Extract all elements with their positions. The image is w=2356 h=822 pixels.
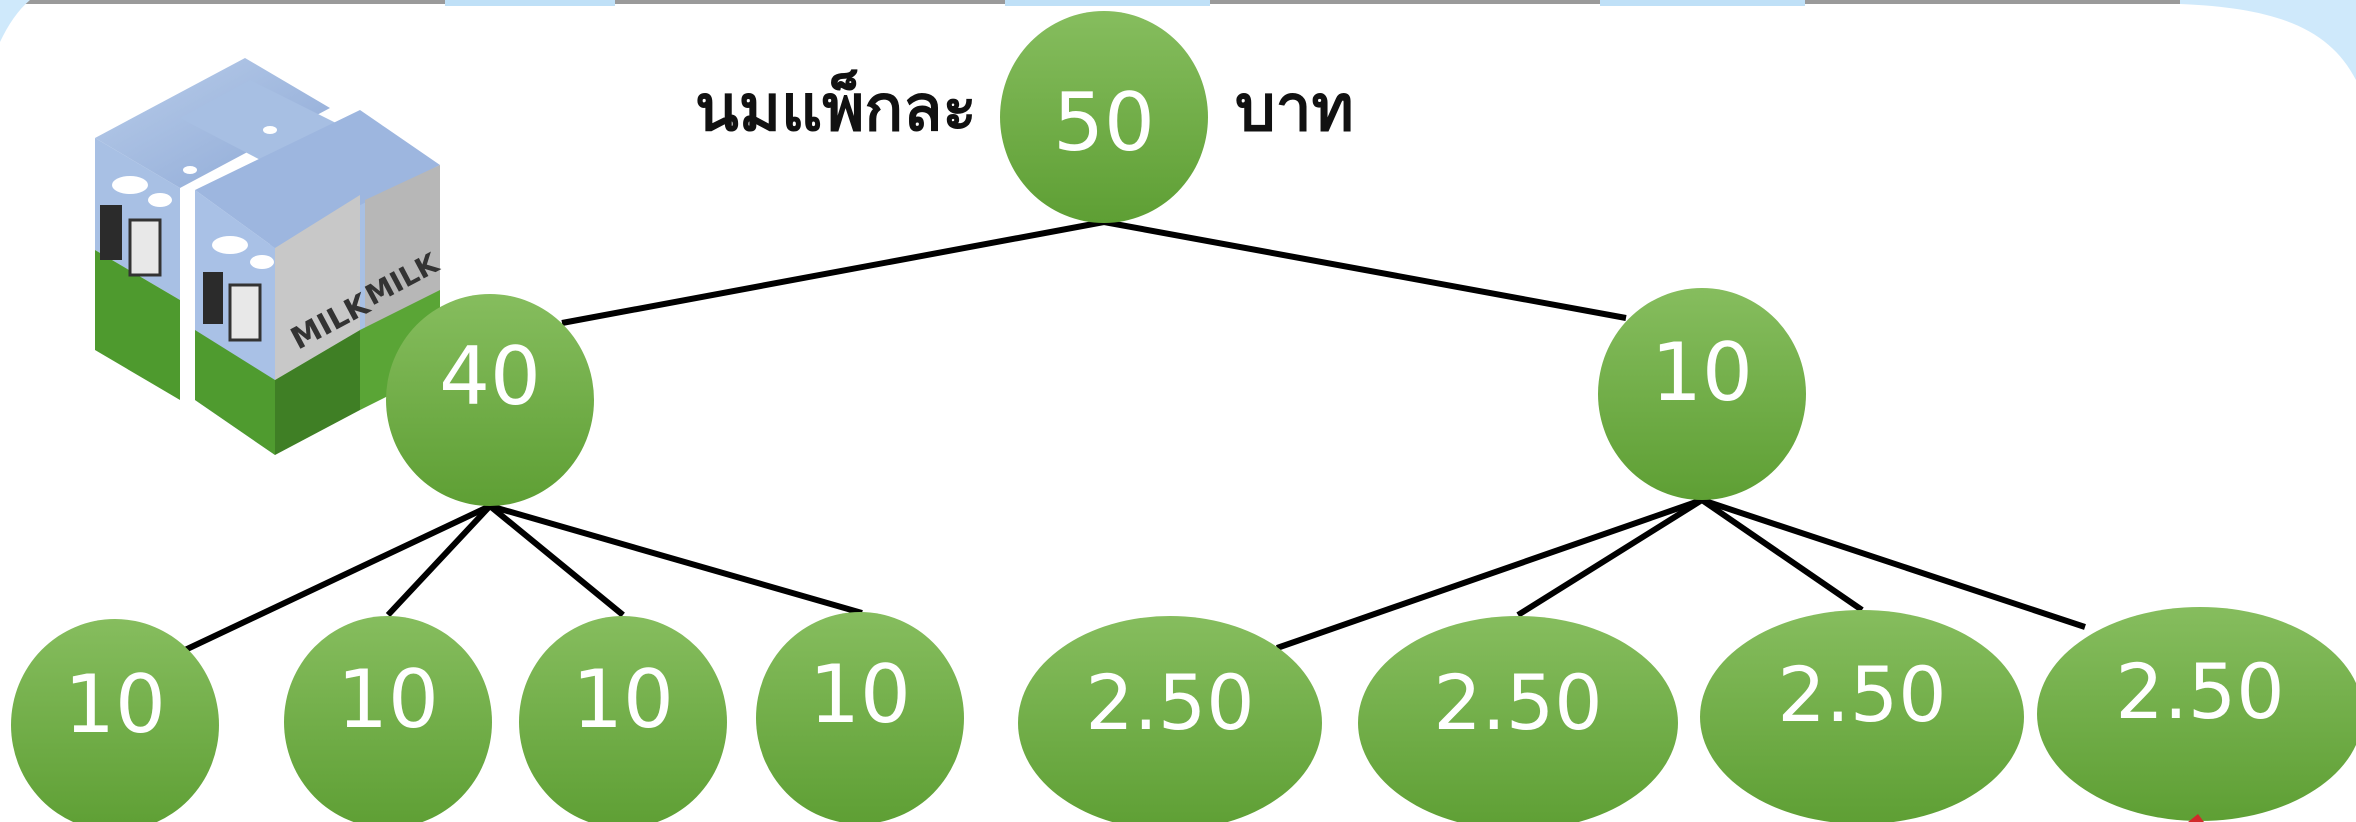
title-suffix: บาท — [1235, 72, 1354, 146]
leaf-node: 10 — [284, 616, 492, 822]
level1-node-left: 40 — [386, 294, 594, 506]
root-node-value: 50 — [1053, 76, 1155, 169]
leaf-node-value: 2.50 — [1433, 658, 1602, 747]
edge-left-1 — [183, 503, 492, 653]
red-mark — [2188, 814, 2204, 822]
edge-root-left — [561, 219, 1105, 326]
leaf-node: 10 — [756, 612, 964, 822]
level1-node-left-value: 40 — [439, 330, 541, 423]
tree-edges — [183, 219, 2086, 653]
level1-node-right-value: 10 — [1651, 326, 1753, 419]
leaf-node-value: 2.50 — [2115, 647, 2284, 736]
edge-right-2 — [1516, 497, 1704, 618]
level1-node-right: 10 — [1598, 288, 1806, 500]
frame-decoration — [0, 0, 2356, 80]
leaf-node: 2.50 — [1700, 610, 2024, 822]
edge-right-4 — [1701, 497, 2086, 630]
leaf-node: 10 — [519, 616, 727, 822]
leaf-node: 10 — [11, 619, 219, 822]
edge-right-3 — [1700, 497, 1864, 613]
leaf-node: 2.50 — [2037, 607, 2356, 821]
title-prefix: นมแพ็กละ — [695, 70, 977, 146]
edge-root-right — [1103, 219, 1627, 321]
edge-left-2 — [385, 503, 493, 618]
leaf-node-value: 10 — [337, 653, 439, 746]
leaf-node-value: 10 — [572, 653, 674, 746]
edge-left-4 — [489, 503, 863, 616]
leaf-node: 2.50 — [1018, 616, 1322, 822]
root-node: 50 — [1000, 11, 1208, 223]
leaf-node: 2.50 — [1358, 616, 1678, 822]
leaf-node-value: 10 — [809, 648, 911, 741]
edge-left-3 — [488, 503, 625, 618]
leaf-node-value: 2.50 — [1777, 650, 1946, 739]
milk-carton-pack-icon: MILK MILK — [95, 58, 445, 455]
edge-right-1 — [1276, 497, 1703, 651]
leaf-node-value: 10 — [64, 658, 166, 751]
leaf-node-value: 2.50 — [1085, 658, 1254, 747]
